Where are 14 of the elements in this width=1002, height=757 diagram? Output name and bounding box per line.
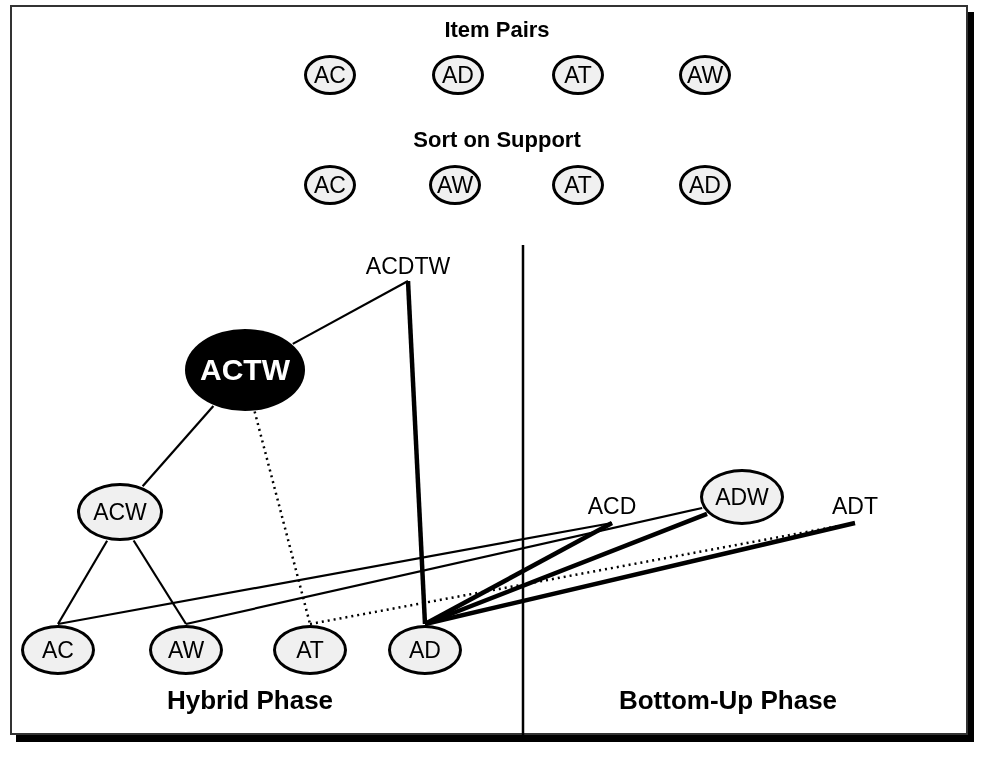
section-heading: Item Pairs [444, 19, 550, 41]
section-heading: Hybrid Phase [166, 687, 334, 713]
section-heading: Bottom-Up Phase [618, 687, 838, 713]
itemset-label: ADT [815, 489, 895, 523]
connector-line [405, 280, 428, 625]
connector-line [253, 411, 312, 625]
connector-line [141, 405, 215, 487]
itemset-label: ACDTW [349, 251, 467, 281]
connector-line [292, 280, 409, 345]
itemset-label: ACD [572, 489, 652, 523]
connector-line [132, 539, 187, 625]
section-heading: Sort on Support [413, 129, 581, 151]
connector-line [57, 540, 109, 625]
connector-line [185, 506, 703, 626]
